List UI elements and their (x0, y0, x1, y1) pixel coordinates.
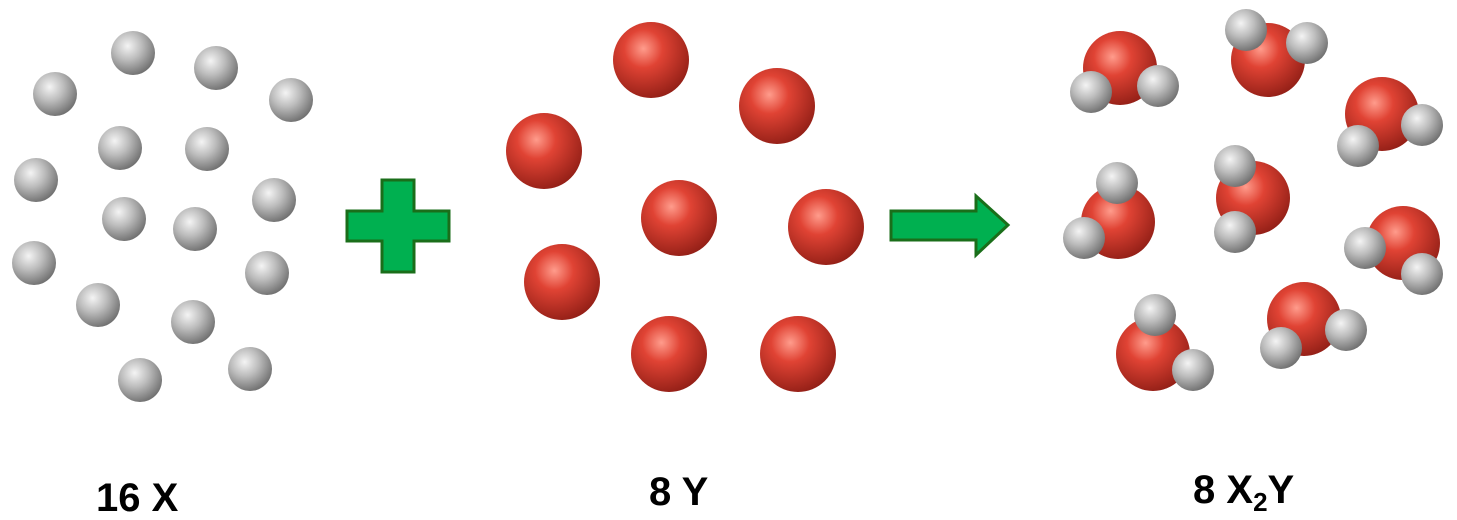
x-atom (111, 31, 155, 75)
x-atom (76, 283, 120, 327)
x2y-molecule (1116, 294, 1214, 391)
plus-icon (345, 178, 451, 274)
y-atom (739, 68, 815, 144)
molecule-x-atom (1137, 65, 1179, 107)
molecule-x-atom (1337, 125, 1379, 167)
product-count: 8 (1193, 468, 1216, 512)
molecule-x-atom (1260, 327, 1302, 369)
product-label: 8 X2Y (1193, 468, 1295, 515)
y-atom (641, 180, 717, 256)
product-symbol: X (1226, 468, 1254, 512)
x-atom (98, 126, 142, 170)
molecule-x-atom (1286, 22, 1328, 64)
molecule-x-atom (1225, 9, 1267, 51)
reactant-y-symbol: Y (681, 470, 709, 514)
molecule-x-atom (1096, 162, 1138, 204)
x2y-molecule (1070, 31, 1179, 113)
y-atom (524, 244, 600, 320)
x2y-molecule (1063, 162, 1155, 259)
y-atom (788, 189, 864, 265)
molecule-x-atom (1401, 253, 1443, 295)
molecule-x-atom (1401, 104, 1443, 146)
x-atom (228, 347, 272, 391)
reactant-x-particles (12, 31, 313, 402)
y-atom (760, 316, 836, 392)
molecule-x-atom (1134, 294, 1176, 336)
y-atom (506, 113, 582, 189)
molecule-x-atom (1214, 145, 1256, 187)
molecule-x-atom (1172, 349, 1214, 391)
reactant-y-particles (506, 22, 864, 392)
x-atom (185, 127, 229, 171)
molecule-x-atom (1325, 309, 1367, 351)
x2y-molecule (1214, 145, 1290, 253)
x2y-molecule (1225, 9, 1328, 97)
x2y-molecule (1344, 206, 1443, 295)
x-atom (14, 158, 58, 202)
reactant-y-label: 8 Y (649, 472, 708, 512)
y-atom (631, 316, 707, 392)
x-atom (252, 178, 296, 222)
x-atom (245, 251, 289, 295)
x-atom (269, 78, 313, 122)
product-subscript: 2 (1253, 487, 1268, 517)
x-atom (194, 46, 238, 90)
x-atom (12, 241, 56, 285)
x-atom (33, 72, 77, 116)
product-x2y-molecules (1063, 9, 1443, 391)
x-atom (102, 197, 146, 241)
x2y-molecule (1260, 282, 1367, 369)
x-atom (173, 207, 217, 251)
reactant-y-count: 8 (649, 470, 672, 514)
y-atom (613, 22, 689, 98)
molecule-y-atom (1116, 317, 1190, 391)
reactant-x-label: 16 X (96, 478, 178, 518)
product-tail: Y (1267, 468, 1295, 512)
molecule-x-atom (1214, 211, 1256, 253)
right-arrow-icon (889, 192, 1011, 259)
molecule-x-atom (1063, 217, 1105, 259)
x2y-molecule (1337, 77, 1443, 167)
reactant-x-symbol: X (151, 476, 179, 520)
x-atom (118, 358, 162, 402)
reactant-x-count: 16 (96, 476, 141, 520)
molecule-x-atom (1344, 227, 1386, 269)
molecule-x-atom (1070, 71, 1112, 113)
x-atom (171, 300, 215, 344)
